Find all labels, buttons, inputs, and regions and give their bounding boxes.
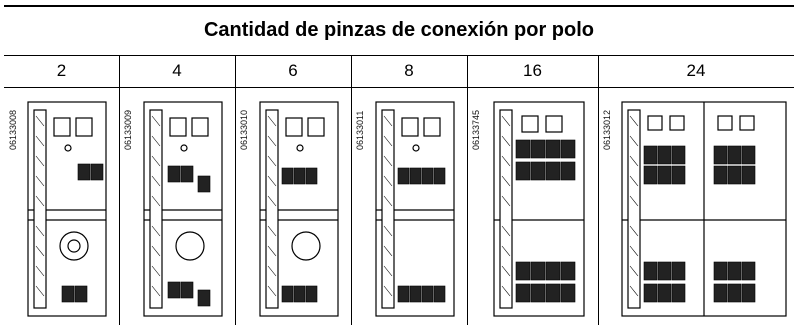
column-24-clamps: 24 bbox=[598, 55, 794, 325]
column-header: 2 bbox=[56, 61, 67, 80]
header-rule-bottom bbox=[4, 87, 794, 88]
column-header: 4 bbox=[172, 61, 182, 80]
reference-code: 06133012 bbox=[602, 109, 612, 150]
top-rule bbox=[4, 5, 794, 7]
column-8-clamps: 8 bbox=[351, 55, 468, 325]
terminal-module-illustration bbox=[618, 96, 790, 322]
reference-code: 06133009 bbox=[123, 109, 133, 150]
column-header: 6 bbox=[288, 61, 298, 80]
column-2-clamps: 2 bbox=[4, 55, 120, 325]
column-header: 24 bbox=[686, 61, 706, 80]
column-4-clamps: 4 bbox=[119, 55, 236, 325]
column-16-clamps: 16 bbox=[467, 55, 599, 325]
column-6-clamps: 6 bbox=[235, 55, 352, 325]
column-header: 16 bbox=[523, 61, 542, 80]
table-title: Cantidad de pinzas de conexión por polo bbox=[203, 19, 595, 41]
reference-code: 06133011 bbox=[355, 110, 365, 150]
terminal-module-illustration bbox=[256, 96, 344, 322]
reference-code: 06133745 bbox=[471, 109, 481, 150]
terminal-module-illustration bbox=[24, 96, 112, 322]
terminal-module-illustration bbox=[372, 96, 460, 322]
terminal-module-illustration bbox=[140, 96, 228, 322]
header-rule-top bbox=[4, 55, 794, 56]
reference-code: 06133008 bbox=[8, 109, 18, 150]
column-header: 8 bbox=[404, 61, 414, 80]
terminal-module-illustration bbox=[490, 96, 590, 322]
reference-code: 06133010 bbox=[239, 109, 249, 150]
